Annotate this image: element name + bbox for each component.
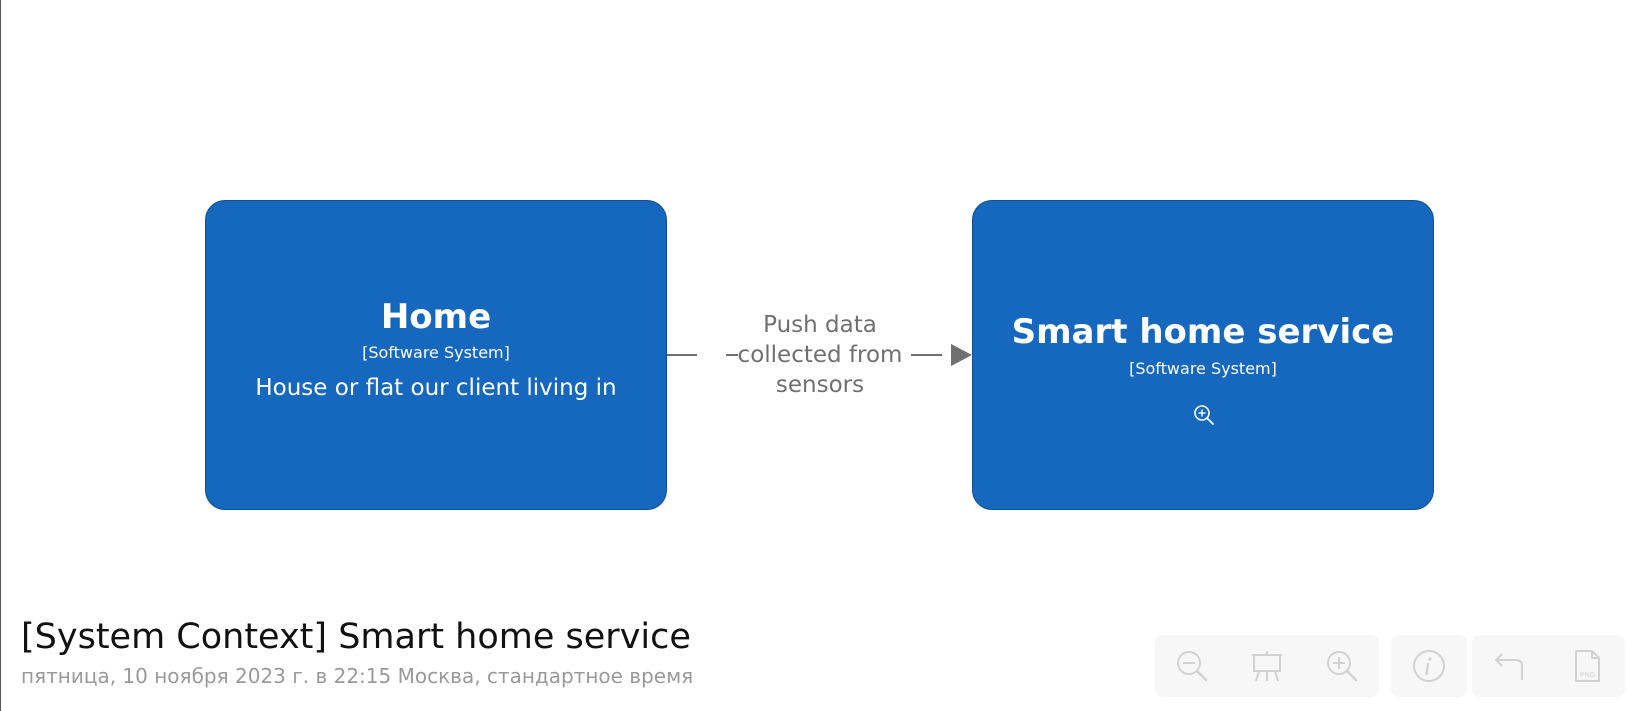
element-smart-home-service-name: Smart home service — [1011, 312, 1395, 352]
relationship-label: Push data collected from sensors — [720, 310, 920, 400]
zoom-out-icon — [1177, 651, 1208, 682]
diagram-date: пятница, 10 ноября 2023 г. в 22:15 Москв… — [21, 664, 694, 688]
relationship-label-line-3: sensors — [775, 372, 865, 398]
relationship-label-line-2: collected from — [737, 342, 903, 368]
diagram-title: [System Context] Smart home service — [21, 617, 691, 657]
png-export-button[interactable]: PNG — [1567, 646, 1607, 686]
element-home-name: Home — [380, 297, 492, 337]
element-home[interactable]: Home [Software System] House or flat our… — [205, 200, 667, 510]
zoom-in-button[interactable] — [1322, 646, 1362, 686]
element-home-type: [Software System] — [362, 343, 510, 362]
zoom-in-icon[interactable] — [1193, 404, 1215, 426]
relationship-label-line-1: Push data — [763, 312, 877, 338]
element-home-description: House or flat our client living in — [255, 375, 617, 401]
info-button[interactable] — [1409, 646, 1449, 686]
back-icon — [1495, 653, 1524, 680]
back-button[interactable] — [1490, 646, 1530, 686]
element-smart-home-service[interactable]: Smart home service [Software System] — [972, 200, 1434, 510]
toolbar-export-group: PNG — [1472, 635, 1625, 697]
png-label: PNG — [1580, 672, 1595, 679]
element-smart-home-service-type: [Software System] — [1129, 359, 1277, 378]
toolbar-info-group — [1391, 635, 1467, 697]
info-icon — [1413, 650, 1445, 682]
zoom-out-button[interactable] — [1172, 646, 1212, 686]
png-export-icon: PNG — [1574, 650, 1600, 682]
zoom-in-icon — [1326, 651, 1357, 682]
toolbar-zoom-group — [1155, 635, 1379, 697]
edge-arrowhead — [951, 344, 972, 366]
presentation-icon — [1251, 651, 1282, 682]
presentation-button[interactable] — [1247, 646, 1287, 686]
left-border — [0, 0, 1, 711]
